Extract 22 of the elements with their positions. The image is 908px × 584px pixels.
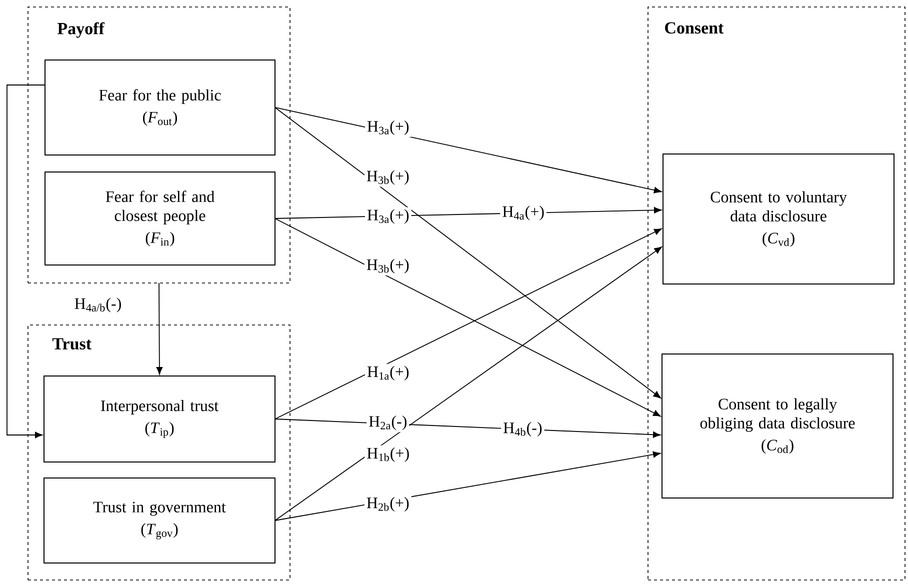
hypothesis-label: H$_{4b}$(-) xyxy=(501,420,544,438)
arrow xyxy=(156,282,163,375)
concept-box: Fear for the public (F$_{out}$) xyxy=(44,60,276,156)
arrow xyxy=(6,84,46,438)
arrow xyxy=(274,107,662,194)
hypothesis-label: H$_{4a}$(+) xyxy=(500,204,546,222)
concept-box: Interpersonal trust (T$_{ip}$) xyxy=(44,376,276,462)
concept-box: Trust in government (T$_{gov}$) xyxy=(44,478,276,564)
concept-box: Fear for self and closest people (F$_{in}$) xyxy=(44,172,276,266)
edge-label: H$_{3a}$(+) xyxy=(364,207,412,226)
arrow xyxy=(274,107,662,398)
concept-box: Consent to legally obliging data disclosure (C$_{od}$) xyxy=(662,354,894,498)
edge-label: H$_{1a}$(+) xyxy=(364,364,412,382)
edge-label: H$_{4a/b}$(-) xyxy=(72,296,124,314)
edge-label: H$_{2b}$(+) xyxy=(364,495,412,514)
edge-label: H$_{2a}$(-) xyxy=(366,414,410,432)
edge-label: H$_{1b}$(+) xyxy=(364,445,412,464)
edge-label: H$_{3a}$(+) xyxy=(364,118,412,138)
concept-box: Consent to voluntary data disclosure (C$_{vd}$) xyxy=(662,154,894,284)
arrow xyxy=(274,246,662,521)
edge-label: H$_{3b}$(+) xyxy=(364,168,412,187)
edge-label: H$_{3b}$(+) xyxy=(364,256,412,276)
